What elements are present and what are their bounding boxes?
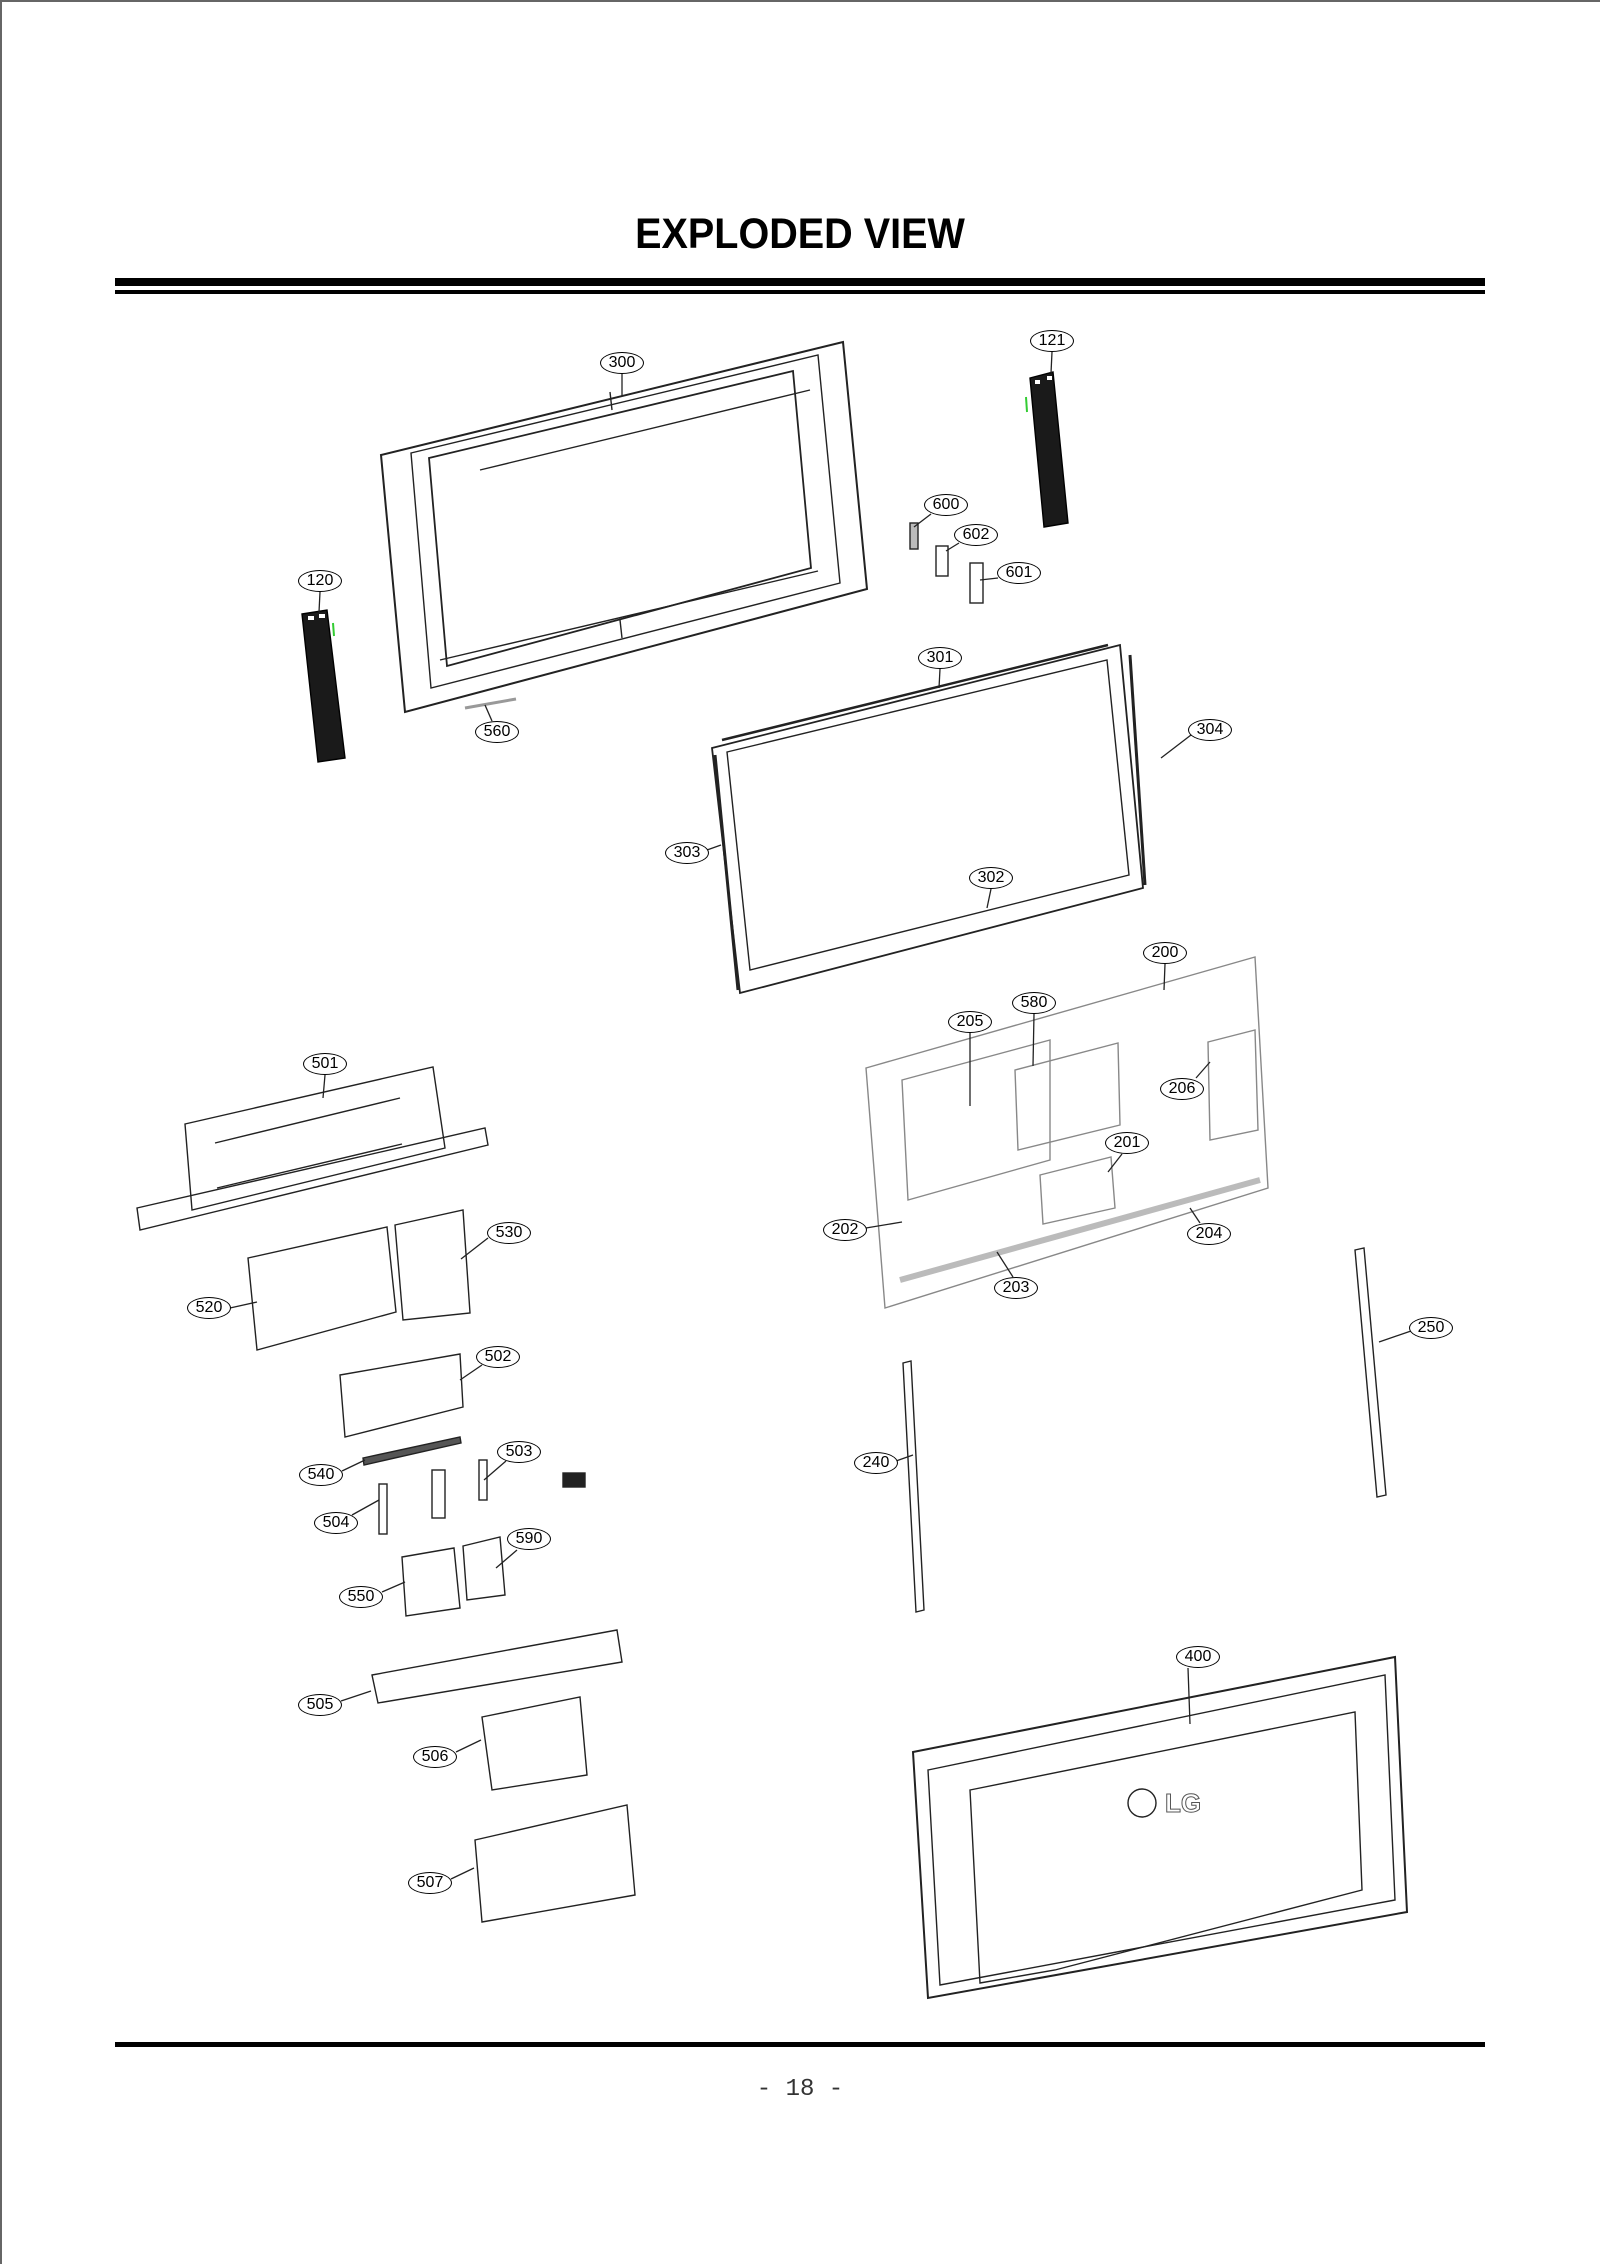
callout-550: 550 xyxy=(339,1586,383,1608)
header-rule-thin xyxy=(115,290,1485,294)
part-501-board-frame xyxy=(136,1066,489,1231)
callout-leader-lines xyxy=(229,351,1412,1880)
part-504-connector xyxy=(378,1483,388,1535)
part-530-board xyxy=(394,1209,471,1321)
callout-302: 302 xyxy=(969,867,1013,889)
callout-507: 507 xyxy=(408,1872,452,1894)
callout-202: 202 xyxy=(823,1219,867,1241)
part-121-remote-control xyxy=(1025,371,1069,528)
callout-590: 590 xyxy=(507,1528,551,1550)
callout-301: 301 xyxy=(918,647,962,669)
callout-580: 580 xyxy=(1012,992,1056,1014)
callout-303: 303 xyxy=(665,842,709,864)
part-503-connector xyxy=(478,1459,488,1501)
callout-560: 560 xyxy=(475,721,519,743)
lg-logo: LG xyxy=(1165,1788,1201,1818)
callout-520: 520 xyxy=(187,1297,231,1319)
callout-505: 505 xyxy=(298,1694,342,1716)
callout-400: 400 xyxy=(1176,1646,1220,1668)
page-title: EXPLODED VIEW xyxy=(635,210,965,258)
part-550-board xyxy=(401,1547,461,1617)
page-number: - 18 - xyxy=(756,2076,844,2103)
callout-200: 200 xyxy=(1143,942,1187,964)
callout-501: 501 xyxy=(303,1053,347,1075)
callout-204: 204 xyxy=(1187,1223,1231,1245)
callout-502: 502 xyxy=(476,1346,520,1368)
part-400-back-cover xyxy=(911,1655,1409,2000)
part-200-chassis xyxy=(865,956,1269,1309)
footer-rule xyxy=(115,2042,1485,2047)
callout-304: 304 xyxy=(1188,719,1232,741)
header-rule-thick xyxy=(115,278,1485,286)
callout-601: 601 xyxy=(997,562,1041,584)
callout-121: 121 xyxy=(1030,330,1074,352)
part-120-remote-control xyxy=(301,609,346,763)
part-300-front-bezel xyxy=(379,340,869,714)
callout-602: 602 xyxy=(954,524,998,546)
callout-504: 504 xyxy=(314,1512,358,1534)
part-520-board xyxy=(247,1226,397,1351)
part-301-304-module-frame xyxy=(711,643,1147,995)
part-506-plate xyxy=(481,1696,588,1791)
part-250-bracket xyxy=(1354,1247,1387,1498)
callout-120: 120 xyxy=(298,570,342,592)
callout-201: 201 xyxy=(1105,1132,1149,1154)
callout-503: 503 xyxy=(497,1441,541,1463)
callout-205: 205 xyxy=(948,1011,992,1033)
part-507-cover xyxy=(474,1804,636,1923)
part-590-board xyxy=(462,1536,506,1601)
part-560-strip xyxy=(464,697,517,710)
callout-506: 506 xyxy=(413,1746,457,1768)
part-600-602-601-brackets xyxy=(909,522,984,604)
part-connector-middle xyxy=(431,1469,446,1519)
connector-unlabeled xyxy=(562,1472,586,1488)
callout-250: 250 xyxy=(1409,1317,1453,1339)
part-502-board xyxy=(339,1353,464,1438)
callout-203: 203 xyxy=(994,1277,1038,1299)
part-505-terminal-bracket xyxy=(371,1629,623,1704)
part-540-strip xyxy=(362,1436,462,1466)
callout-600: 600 xyxy=(924,494,968,516)
part-240-bracket xyxy=(902,1360,925,1613)
callout-240: 240 xyxy=(854,1452,898,1474)
callout-300: 300 xyxy=(600,352,644,374)
callout-540: 540 xyxy=(299,1464,343,1486)
callout-530: 530 xyxy=(487,1222,531,1244)
callout-206: 206 xyxy=(1160,1078,1204,1100)
